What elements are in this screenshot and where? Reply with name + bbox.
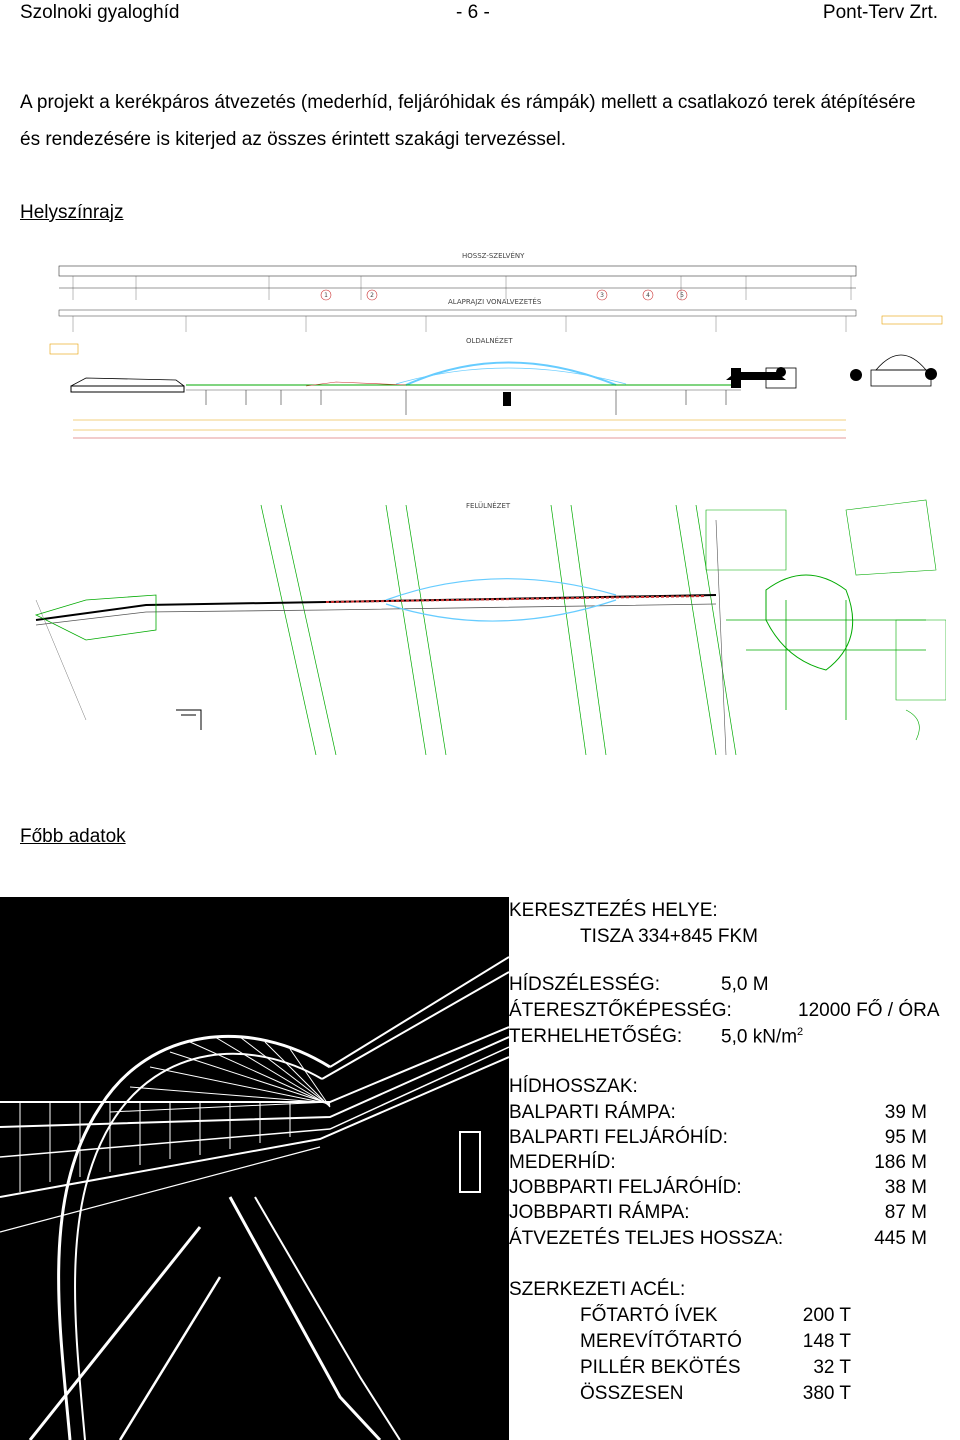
section-main-data: Főbb adatok bbox=[20, 826, 126, 847]
capacity-label: ÁTERESZTŐKÉPESSÉG: bbox=[509, 1000, 732, 1021]
load-unit-exponent: 2 bbox=[797, 1026, 804, 1038]
steel-label: ÖSSZESEN bbox=[580, 1383, 684, 1404]
bridge-rendering bbox=[0, 897, 509, 1440]
load-value: 5,0 kN/m2 bbox=[721, 1026, 804, 1048]
crossing-value: TISZA 334+845 FKM bbox=[580, 926, 758, 947]
pier-label: 1 bbox=[324, 292, 328, 299]
steel-value: 200 T bbox=[802, 1305, 851, 1326]
steel-value: 32 T bbox=[813, 1357, 851, 1378]
length-label: BALPARTI RÁMPA: bbox=[509, 1102, 676, 1123]
long-section-title: HOSSZ-SZELVÉNY bbox=[462, 251, 525, 260]
length-label: JOBBPARTI FELJÁRÓHÍD: bbox=[509, 1177, 742, 1198]
length-label: MEDERHÍD: bbox=[509, 1152, 616, 1173]
header-right: Pont-Terv Zrt. bbox=[822, 2, 938, 23]
header-left: Szolnoki gyaloghíd bbox=[20, 2, 180, 23]
lengths-title: HÍDHOSSZAK: bbox=[509, 1076, 638, 1097]
pier-label: 2 bbox=[370, 292, 374, 299]
section-site-plan: Helyszínrajz bbox=[20, 202, 124, 223]
pier-label: 5 bbox=[680, 292, 684, 299]
page-number: - 6 - bbox=[456, 2, 490, 23]
alignment-title: ALAPRAJZI VONALVEZETÉS bbox=[448, 297, 542, 306]
side-view-title: OLDALNÉZET bbox=[466, 336, 513, 345]
steel-value: 380 T bbox=[802, 1383, 851, 1404]
length-value: 38 M bbox=[884, 1177, 927, 1198]
steel-label: PILLÉR BEKÖTÉS bbox=[580, 1357, 741, 1378]
length-label: JOBBPARTI RÁMPA: bbox=[509, 1202, 690, 1223]
top-view-title: FELÜLNÉZET bbox=[466, 501, 511, 510]
steel-title: SZERKEZETI ACÉL: bbox=[509, 1279, 686, 1300]
width-label: HÍDSZÉLESSÉG: bbox=[509, 974, 660, 995]
length-label: ÁTVEZETÉS TELJES HOSSZA: bbox=[509, 1228, 784, 1249]
load-label: TERHELHETŐSÉG: bbox=[509, 1026, 683, 1047]
pier-label: 3 bbox=[600, 292, 604, 299]
steel-value: 148 T bbox=[802, 1331, 851, 1352]
pier-label: 4 bbox=[646, 292, 650, 299]
width-value: 5,0 M bbox=[721, 974, 769, 995]
site-plan-drawing: HOSSZ-SZELVÉNY 1 2 3 4 5 ALAPRAJZI VONAL… bbox=[34, 251, 946, 755]
steel-label: FŐTARTÓ ÍVEK bbox=[580, 1305, 718, 1326]
steel-label: MEREVÍTŐTARTÓ bbox=[580, 1331, 742, 1352]
crossing-label: KERESZTEZÉS HELYE: bbox=[509, 900, 718, 921]
length-value: 39 M bbox=[884, 1102, 927, 1123]
length-value: 95 M bbox=[884, 1127, 927, 1148]
intro-paragraph: A projekt a kerékpáros átvezetés (mederh… bbox=[20, 92, 916, 150]
length-value: 445 M bbox=[874, 1228, 927, 1249]
capacity-value: 12000 FŐ / ÓRA bbox=[798, 1000, 940, 1021]
length-value: 87 M bbox=[884, 1202, 927, 1223]
length-value: 186 M bbox=[874, 1152, 927, 1173]
length-label: BALPARTI FELJÁRÓHÍD: bbox=[509, 1127, 728, 1148]
